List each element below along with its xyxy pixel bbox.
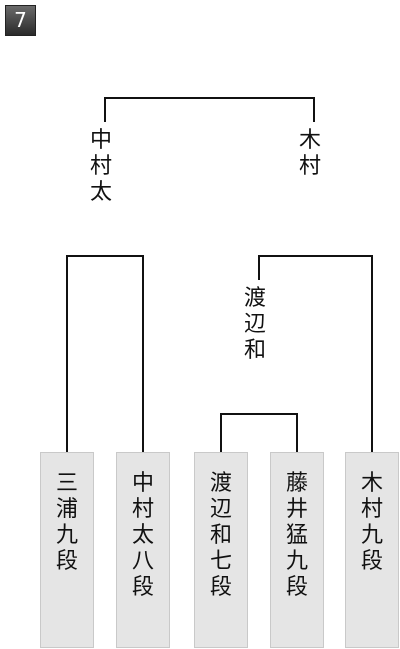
name-character: 浦 xyxy=(55,497,78,522)
right-semifinal-line xyxy=(258,255,373,452)
player-box: 三浦九段 xyxy=(40,452,94,648)
player-name: 渡辺和七段 xyxy=(195,471,247,601)
name-character: 和 xyxy=(244,338,267,363)
name-character: 村 xyxy=(131,497,154,522)
name-character: 七 xyxy=(209,549,232,574)
name-character: 段 xyxy=(209,575,232,600)
name-character: 八 xyxy=(131,549,154,574)
name-character: 九 xyxy=(55,523,78,548)
player-name: 中村太八段 xyxy=(117,471,169,601)
name-character: 井 xyxy=(285,497,308,522)
name-character: 渡 xyxy=(244,286,267,311)
name-character: 三 xyxy=(55,471,78,496)
name-character: 中 xyxy=(131,471,154,496)
name-character: 村 xyxy=(360,497,383,522)
name-character: 木 xyxy=(299,128,322,153)
name-character: 渡 xyxy=(209,471,232,496)
name-character: 辺 xyxy=(209,497,232,522)
name-character: 中 xyxy=(90,128,113,153)
final-bracket-line xyxy=(104,97,315,122)
name-character: 九 xyxy=(360,523,383,548)
name-character: 段 xyxy=(55,549,78,574)
left-semifinal-line xyxy=(66,255,144,452)
name-character: 和 xyxy=(209,523,232,548)
final-right-name: 木村 xyxy=(299,128,321,180)
name-character: 辺 xyxy=(244,312,267,337)
player-box: 渡辺和七段 xyxy=(194,452,248,648)
name-character: 九 xyxy=(285,549,308,574)
round-number-badge: 7 xyxy=(5,5,36,36)
name-character: 木 xyxy=(360,471,383,496)
name-character: 村 xyxy=(90,154,113,179)
player-name: 藤井猛九段 xyxy=(271,471,323,601)
player-box: 藤井猛九段 xyxy=(270,452,324,648)
name-character: 太 xyxy=(90,180,113,205)
player-name: 木村九段 xyxy=(346,471,398,575)
name-character: 段 xyxy=(360,549,383,574)
quarterfinal-line xyxy=(220,413,298,452)
player-box: 中村太八段 xyxy=(116,452,170,648)
player-name: 三浦九段 xyxy=(41,471,93,575)
final-left-name: 中村太 xyxy=(90,128,112,206)
name-character: 太 xyxy=(131,523,154,548)
name-character: 段 xyxy=(285,575,308,600)
name-character: 猛 xyxy=(285,523,308,548)
player-box: 木村九段 xyxy=(345,452,399,648)
name-character: 段 xyxy=(131,575,154,600)
name-character: 藤 xyxy=(285,471,308,496)
name-character: 村 xyxy=(299,154,322,179)
semifinal-winner-name: 渡辺和 xyxy=(244,286,266,364)
